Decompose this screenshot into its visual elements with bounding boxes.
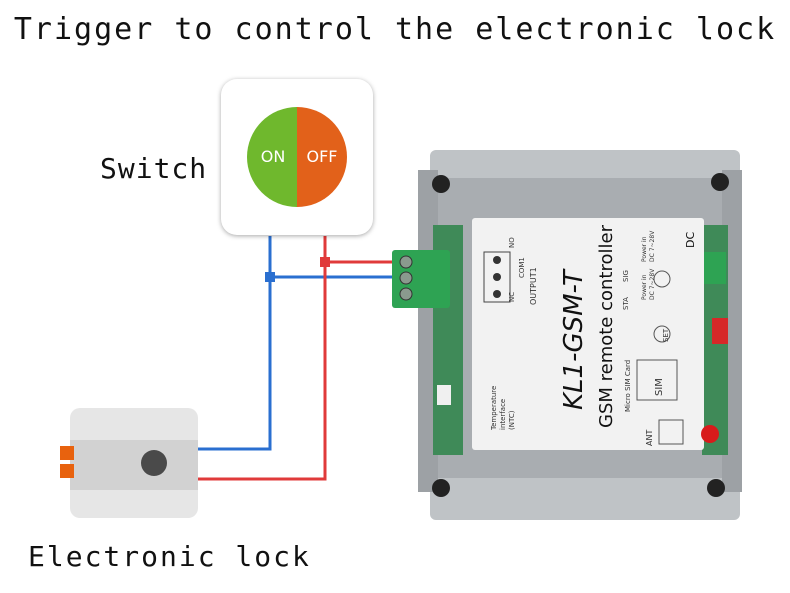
- power-terminal: [704, 252, 726, 284]
- no-label: NO: [508, 237, 516, 248]
- set-label: SET: [662, 328, 670, 342]
- set-button-icon: [653, 325, 671, 343]
- off-text: OFF: [306, 147, 338, 166]
- status-led-icon: [701, 425, 719, 443]
- sig-label: SIG: [622, 270, 630, 282]
- nc-label: NC: [508, 292, 516, 302]
- on-text: ON: [260, 147, 286, 166]
- electronic-lock-icon: [60, 408, 198, 518]
- blue-wire: [198, 236, 272, 451]
- sig-button-icon: [653, 270, 671, 288]
- red-wire-junction: [320, 257, 330, 267]
- switch-label: Switch: [100, 152, 208, 185]
- ant-connector-icon: [658, 419, 684, 445]
- gsm-controller: KL1-GSM-T GSM remote controller OUTPUT1 …: [392, 150, 742, 520]
- off-half: [297, 107, 347, 207]
- voltage-label-2: DC 7~28V: [649, 268, 656, 300]
- switch[interactable]: ON OFF: [221, 79, 373, 235]
- lock-label: Electronic lock: [28, 540, 311, 573]
- power-in-label-2: Power in: [641, 274, 648, 300]
- mount-hole-icon: [432, 175, 450, 193]
- temp-label-3: (NTC): [508, 410, 516, 430]
- sim-label: SIM: [654, 378, 665, 396]
- power-in-label-1: Power in: [641, 236, 648, 262]
- mount-hole-icon: [711, 173, 729, 191]
- mount-hole-icon: [432, 479, 450, 497]
- controller-model: KL1-GSM-T: [559, 268, 589, 410]
- red-wire: [198, 236, 327, 481]
- diagram-title: Trigger to control the electronic lock: [13, 12, 777, 47]
- temp-label-1: Temperature: [490, 386, 498, 431]
- blue-wire-junction: [265, 272, 275, 282]
- voltage-label-1: DC 7~28V: [649, 230, 656, 262]
- output-label: OUTPUT1: [529, 267, 538, 305]
- controller-subtitle: GSM remote controller: [596, 224, 617, 428]
- micro-sim-label: Micro SIM Card: [624, 360, 632, 412]
- temp-label-2: interface: [499, 399, 507, 430]
- dc-label: DC: [684, 232, 697, 248]
- sim-slot-icon: [636, 359, 678, 401]
- com-label: COM1: [518, 257, 526, 278]
- sta-label: STA: [622, 297, 630, 310]
- on-half: [247, 107, 297, 207]
- ant-label: ANT: [645, 430, 654, 446]
- on-off-toggle-icon[interactable]: ON OFF: [247, 107, 347, 207]
- controller-label-panel: [472, 218, 704, 450]
- mount-hole-icon: [707, 479, 725, 497]
